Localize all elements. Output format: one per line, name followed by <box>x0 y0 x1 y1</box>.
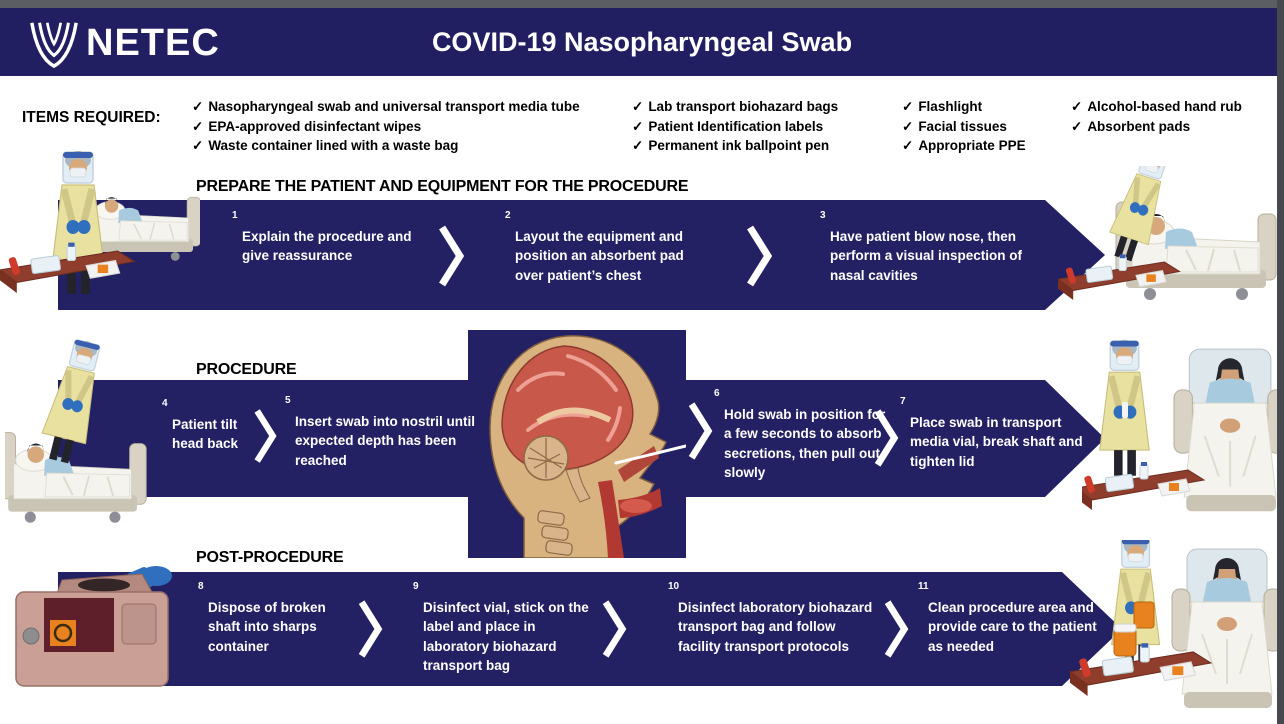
step-4: 4 Patient tilt head back <box>162 398 239 452</box>
check-item: ✓Lab transport biohazard bags <box>632 99 839 114</box>
chevron-right-icon <box>688 402 713 460</box>
check-icon: ✓ <box>902 99 914 114</box>
step-1: 1 Explain the procedure and give reassur… <box>232 210 412 264</box>
check-item: ✓Permanent ink ballpoint pen <box>632 138 830 153</box>
check-item: ✓Patient Identification labels <box>632 118 824 134</box>
step-2: 2 Layout the equipment and position an a… <box>505 210 684 283</box>
check-item: ✓Facial tissues <box>902 118 1007 134</box>
check-item: ✓Waste container lined with a waste bag <box>192 138 459 153</box>
step-number: 8 <box>198 581 204 592</box>
step-number: 3 <box>820 210 826 221</box>
netec-logo-icon <box>30 22 78 69</box>
chevron-right-icon <box>874 409 899 467</box>
netec-logo-text: NETEC <box>86 21 220 64</box>
check-icon: ✓ <box>902 138 914 153</box>
chevron-right-icon <box>884 600 909 658</box>
chevron-right-icon <box>358 600 383 658</box>
step-8: 8 Dispose of broken shaft into sharps co… <box>198 581 326 654</box>
photo-clean-area-patient <box>1069 540 1277 708</box>
step-number: 1 <box>232 210 238 221</box>
items-column-3: ✓Flashlight ✓Facial tissues ✓Appropriate… <box>902 97 1026 156</box>
photo-prepare-worker-and-patient <box>0 143 200 321</box>
photo-patient-head-tilt <box>5 338 148 524</box>
window-top-strip <box>0 0 1284 8</box>
step-number: 5 <box>285 395 291 406</box>
step-number: 9 <box>413 581 419 592</box>
check-icon: ✓ <box>192 118 204 134</box>
step-3: 3 Have patient blow nose, then perform a… <box>820 210 1023 283</box>
chevron-right-icon <box>439 225 465 287</box>
biohazard-bag <box>1133 601 1155 629</box>
check-item: ✓Nasopharyngeal swab and universal trans… <box>192 99 580 114</box>
post-procedure-band <box>58 572 1122 686</box>
step-number: 11 <box>918 581 929 592</box>
step-6: 6 Hold swab in position for a few second… <box>714 388 886 481</box>
header-bar: COVID-19 Nasopharyngeal Swab NETEC <box>0 8 1284 76</box>
items-required-label: ITEMS REQUIRED: <box>22 109 161 126</box>
check-item: ✓Flashlight <box>902 99 983 114</box>
check-icon: ✓ <box>1071 99 1083 114</box>
section-heading-prepare: PREPARE THE PATIENT AND EQUIPMENT FOR TH… <box>196 178 689 195</box>
page-title: COVID-19 Nasopharyngeal Swab <box>431 27 853 57</box>
step-number: 4 <box>162 398 168 409</box>
step-10: 10 Disinfect laboratory biohazard transp… <box>668 581 873 654</box>
step-11: 11 Clean procedure area and provide care… <box>918 581 1097 654</box>
chevron-right-icon <box>747 225 773 287</box>
photo-sharps-container <box>0 556 192 696</box>
check-icon: ✓ <box>1071 118 1083 134</box>
section-heading-procedure: PROCEDURE <box>196 361 297 378</box>
chevron-right-icon <box>602 600 627 658</box>
check-item: ✓Alcohol-based hand rub <box>1071 99 1242 114</box>
vial <box>1122 402 1128 418</box>
swab-line <box>614 444 686 465</box>
check-icon: ✓ <box>632 99 644 114</box>
prepare-band <box>58 200 1105 310</box>
chevron-right-icon <box>254 409 277 463</box>
step-number: 7 <box>900 396 906 407</box>
items-column-1: ✓Nasopharyngeal swab and universal trans… <box>192 97 580 156</box>
check-item: ✓EPA-approved disinfectant wipes <box>192 118 422 134</box>
section-heading-post-procedure: POST-PROCEDURE <box>196 549 344 566</box>
items-column-2: ✓Lab transport biohazard bags ✓Patient I… <box>632 97 838 156</box>
netec-logo: NETEC <box>28 17 220 69</box>
wipes-canister <box>1113 623 1137 657</box>
check-icon: ✓ <box>192 138 204 153</box>
check-icon: ✓ <box>632 118 644 134</box>
check-icon: ✓ <box>902 118 914 134</box>
check-icon: ✓ <box>632 138 644 153</box>
check-icon: ✓ <box>192 99 204 114</box>
step-number: 2 <box>505 210 511 221</box>
items-column-4: ✓Alcohol-based hand rub ✓Absorbent pads <box>1071 97 1242 136</box>
nasal-anatomy-illustration <box>468 330 686 558</box>
check-item: ✓Appropriate PPE <box>902 138 1026 153</box>
step-9: 9 Disinfect vial, stick on the label and… <box>413 581 589 674</box>
photo-nasal-inspection <box>1058 166 1277 301</box>
photo-swab-in-vial <box>1082 330 1277 513</box>
window-right-strip <box>1277 0 1284 724</box>
check-item: ✓Absorbent pads <box>1071 118 1191 134</box>
step-5: 5 Insert swab into nostril until expecte… <box>285 395 476 468</box>
step-number: 10 <box>668 581 680 592</box>
step-number: 6 <box>714 388 720 399</box>
step-7: 7 Place swab in transport media vial, br… <box>900 396 1083 469</box>
